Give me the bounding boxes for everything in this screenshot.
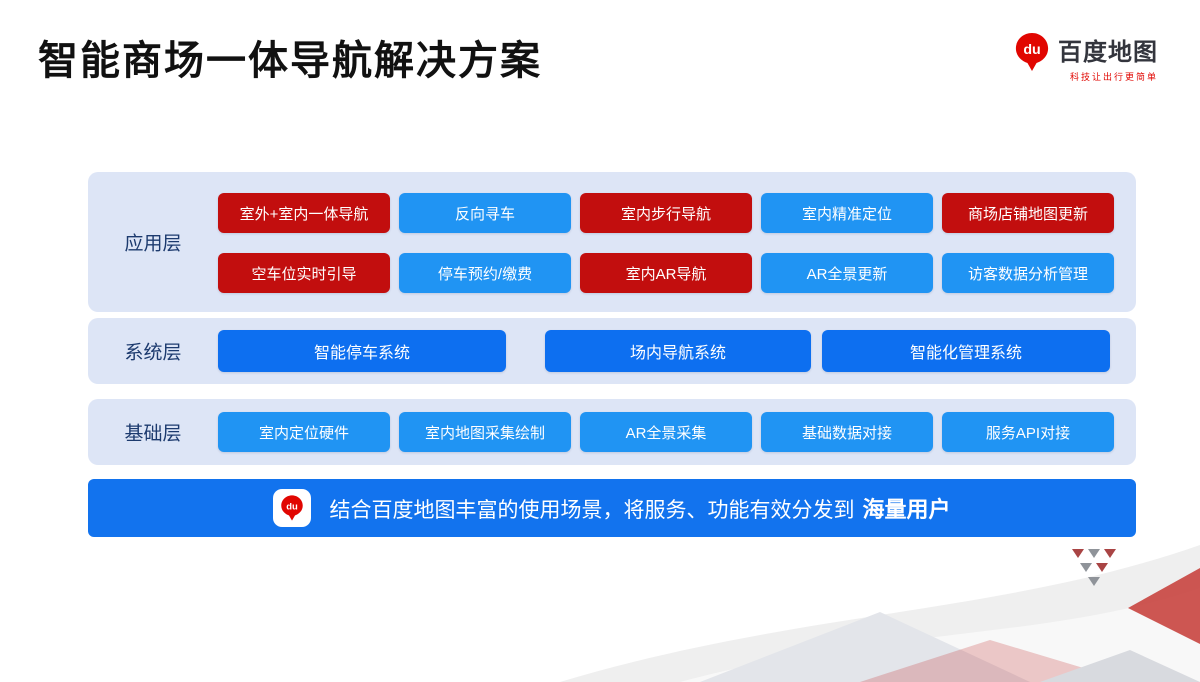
system-layer-band: 系统层 智能停车系统 场内导航系统 智能化管理系统 <box>88 318 1136 384</box>
map-pin-icon: du <box>281 495 304 521</box>
application-row-1: 室外+室内一体导航 反向寻车 室内步行导航 室内精准定位 商场店铺地图更新 <box>218 193 1114 233</box>
app-layer-button: 室内AR导航 <box>580 253 752 293</box>
base-row: 室内定位硬件 室内地图采集绘制 AR全景采集 基础数据对接 服务API对接 <box>218 412 1114 452</box>
base-layer-button: AR全景采集 <box>580 412 752 452</box>
banner-text: 结合百度地图丰富的使用场景，将服务、功能有效分发到 海量用户 <box>329 492 950 524</box>
system-layer-button: 智能停车系统 <box>218 330 506 372</box>
app-layer-button: AR全景更新 <box>761 253 933 293</box>
base-layer-button: 服务API对接 <box>942 412 1114 452</box>
pin-du-text: du <box>287 501 299 512</box>
banner-message: 结合百度地图丰富的使用场景，将服务、功能有效分发到 <box>329 499 855 522</box>
system-row: 智能停车系统 场内导航系统 智能化管理系统 <box>218 330 1110 372</box>
base-layer-band: 基础层 室内定位硬件 室内地图采集绘制 AR全景采集 基础数据对接 服务API对… <box>88 399 1136 465</box>
app-layer-button: 停车预约/缴费 <box>399 253 571 293</box>
app-layer-button: 空车位实时引导 <box>218 253 390 293</box>
pin-du-text: du <box>1023 42 1040 58</box>
layer-label-application: 应用层 <box>124 233 182 255</box>
brand-tagline: 科技让出行更简单 <box>1069 72 1158 82</box>
system-layer-button: 场内导航系统 <box>545 330 811 372</box>
app-layer-button: 室内精准定位 <box>761 193 933 233</box>
base-layer-button: 基础数据对接 <box>761 412 933 452</box>
system-layer-button: 智能化管理系统 <box>822 330 1110 372</box>
app-layer-button: 访客数据分析管理 <box>942 253 1114 293</box>
baidu-pin-badge: du <box>273 489 312 527</box>
map-pin-icon: du <box>1015 33 1049 71</box>
app-layer-button: 室内步行导航 <box>580 193 752 233</box>
bottom-banner: du 结合百度地图丰富的使用场景，将服务、功能有效分发到 海量用户 <box>88 479 1136 537</box>
base-layer-button: 室内地图采集绘制 <box>399 412 571 452</box>
application-layer-band: 应用层 室外+室内一体导航 反向寻车 室内步行导航 室内精准定位 商场店铺地图更… <box>88 172 1136 312</box>
brand-text: 百度地图 科技让出行更简单 <box>1058 32 1158 83</box>
app-layer-button: 反向寻车 <box>399 193 571 233</box>
app-layer-button: 商场店铺地图更新 <box>942 193 1114 233</box>
app-layer-button: 室外+室内一体导航 <box>218 193 390 233</box>
baidu-maps-logo: du 百度地图 科技让出行更简单 <box>1014 32 1158 83</box>
layer-label-system: 系统层 <box>124 342 182 364</box>
triangle-cluster-icon <box>1072 549 1116 586</box>
layer-label-base: 基础层 <box>124 423 182 445</box>
base-layer-button: 室内定位硬件 <box>218 412 390 452</box>
slide-title: 智能商场一体导航解决方案 <box>38 39 542 83</box>
banner-highlight: 海量用户 <box>862 497 951 522</box>
application-row-2: 空车位实时引导 停车预约/缴费 室内AR导航 AR全景更新 访客数据分析管理 <box>218 253 1114 293</box>
brand-name: 百度地图 <box>1058 39 1158 66</box>
